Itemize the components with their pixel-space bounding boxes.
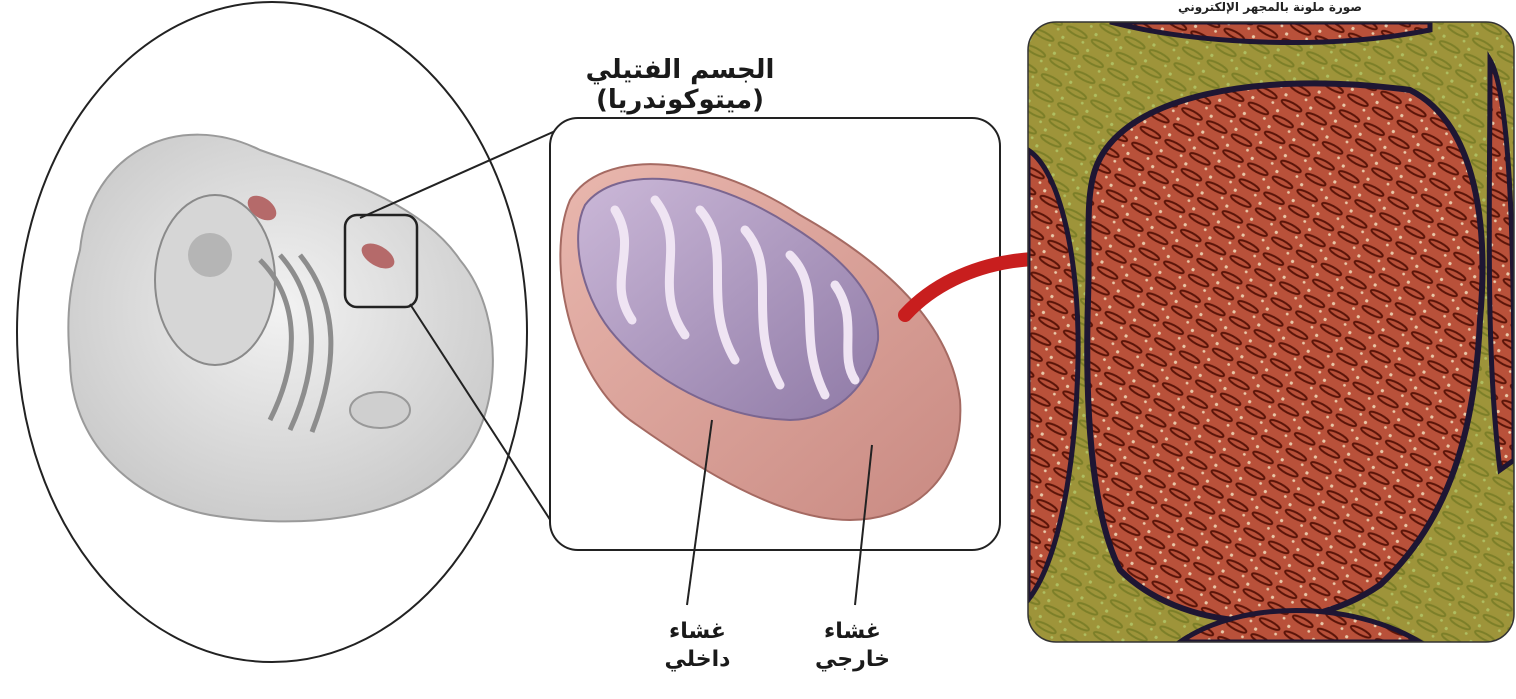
inner-membrane-label: غشاء داخلي <box>650 618 745 673</box>
cell-diagram <box>17 2 527 662</box>
small-organelle <box>350 392 410 428</box>
outer-membrane-label: غشاء خارجي <box>805 618 900 673</box>
figure-title: الجسم الفتيلي (ميتوكوندريا) <box>500 55 860 115</box>
nucleolus <box>188 233 232 277</box>
mitochondrion-panel <box>550 118 1000 605</box>
nucleus <box>155 195 275 365</box>
micrograph-caption: صورة ملونة بالمجهر الإلكتروني <box>1020 0 1516 14</box>
electron-micrograph <box>1028 22 1514 642</box>
